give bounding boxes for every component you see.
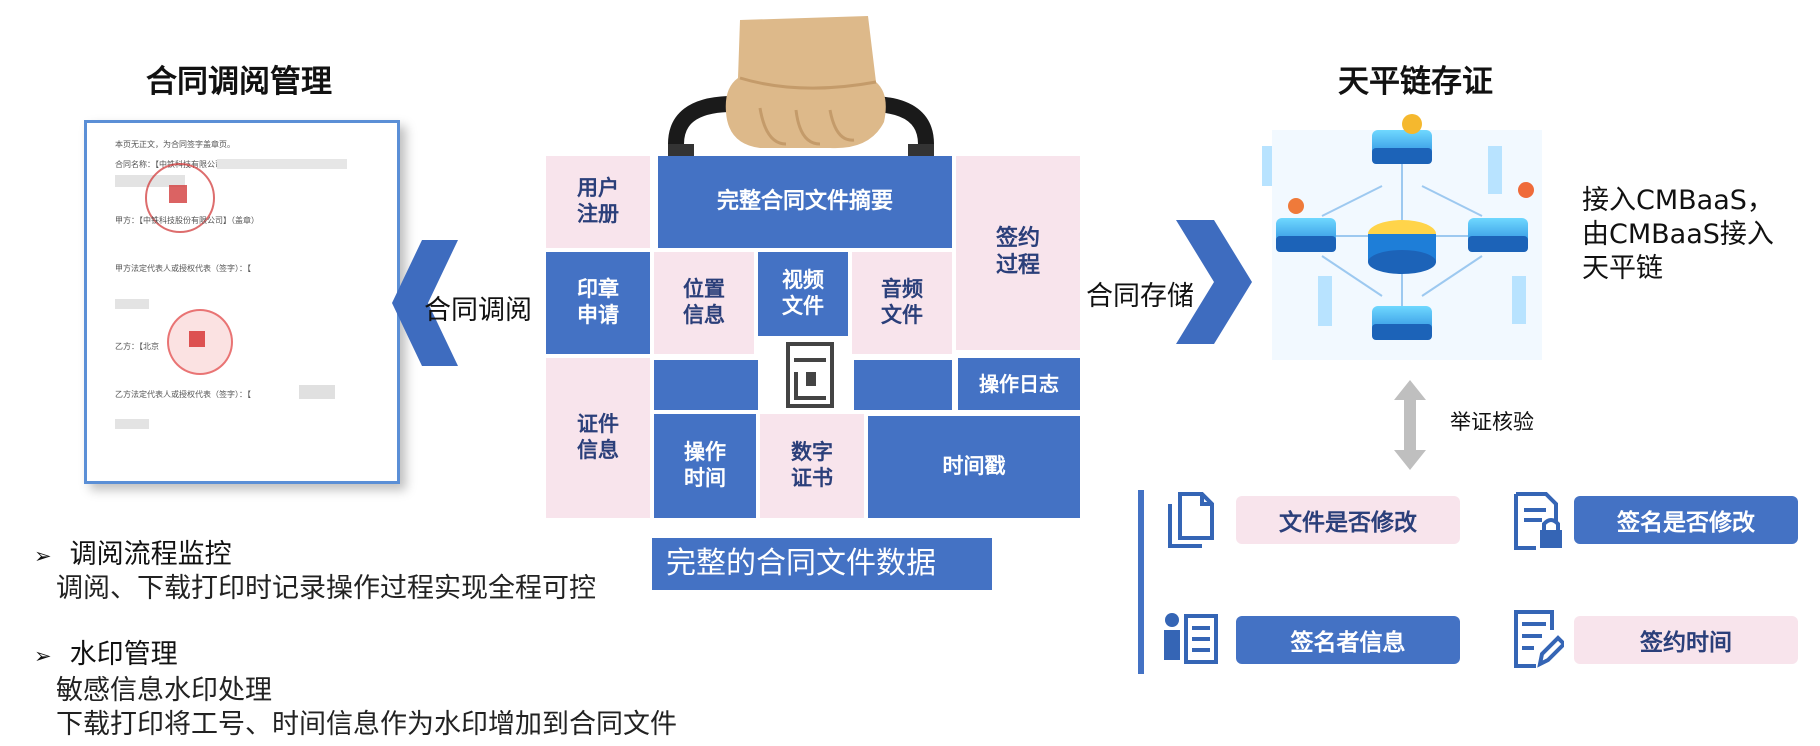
doc-line: 甲方法定代表人或授权代表（签字）：【	[115, 264, 251, 273]
check-signer-info: 签名者信息	[1236, 616, 1460, 664]
locked-document-icon	[1514, 492, 1562, 550]
cell-location-info: 位置 信息	[654, 252, 754, 354]
doc-line: 本页无正文，为合同签字盖章页。	[115, 140, 235, 149]
cell-seal-application: 印章 申请	[546, 252, 650, 354]
bullet-arrow-icon: ➢	[34, 544, 52, 568]
bullet-text: 调阅、下载打印时记录操作过程实现全程可控	[56, 573, 596, 604]
blockchain-network-icon	[1262, 114, 1542, 360]
bullet-watermark: ➢ 水印管理	[34, 632, 178, 671]
right-section-title: 天平链存证	[1338, 64, 1493, 100]
cell-blue-spacer	[654, 360, 758, 410]
doc-line: 甲方：【中铁科技股份有限公司】（盖章）	[115, 216, 259, 225]
cell-signing-process: 签约 过程	[956, 156, 1080, 350]
cmbaas-line: 由CMBaaS接入	[1582, 219, 1774, 250]
left-section-title: 合同调阅管理	[146, 64, 332, 100]
complete-data-caption: 完整的合同文件数据	[652, 538, 992, 590]
cell-video-file: 视频 文件	[758, 252, 848, 336]
cell-operation-time: 操作 时间	[654, 414, 756, 518]
cell-audio-file: 音频 文件	[852, 252, 952, 354]
right-chevron-arrow-icon	[1176, 220, 1252, 344]
cell-user-registration: 用户 注册	[546, 156, 650, 248]
document-icon	[1168, 492, 1214, 548]
red-seal	[145, 163, 215, 233]
cell-operation-log: 操作日志	[958, 358, 1080, 410]
cmbaas-line: 天平链	[1582, 253, 1663, 284]
cmbaas-line: 接入CMBaaS，	[1582, 185, 1774, 216]
doc-line: 乙方：【北京	[115, 342, 159, 351]
seal-star	[189, 331, 205, 347]
cell-id-info: 证件 信息	[546, 358, 650, 518]
briefcase-lock-icon	[786, 342, 834, 408]
doc-blur-bar	[115, 419, 149, 429]
doc-blur-bar	[299, 385, 335, 399]
verify-label: 举证核验	[1450, 410, 1534, 434]
cmbaas-description: 接入CMBaaS， 由CMBaaS接入 天平链	[1582, 184, 1774, 286]
cell-contract-summary: 完整合同文件摘要	[658, 156, 952, 248]
check-signature-modified: 签名是否修改	[1574, 496, 1798, 544]
contract-document-preview: 本页无正文，为合同签字盖章页。 合同名称：【中铁科技有限公司 甲方：【中铁科技股…	[84, 120, 400, 484]
check-signing-time: 签约时间	[1574, 616, 1798, 664]
contract-storage-label: 合同存储	[1086, 281, 1194, 312]
seal-star	[169, 185, 187, 203]
signing-edit-icon	[1514, 610, 1564, 668]
doc-blur-bar	[217, 159, 347, 169]
bullet-heading: 调阅流程监控	[69, 539, 232, 570]
verification-panel-bar	[1138, 490, 1144, 674]
bullet-text: 敏感信息水印处理	[56, 675, 272, 706]
bullet-arrow-icon: ➢	[34, 644, 52, 668]
doc-blur-bar	[115, 299, 149, 309]
check-file-modified: 文件是否修改	[1236, 496, 1460, 544]
cell-blue-spacer	[854, 360, 952, 410]
bullet-text: 下载打印将工号、时间信息作为水印增加到合同文件	[56, 709, 677, 740]
left-chevron-arrow-icon	[392, 240, 458, 366]
contract-review-label: 合同调阅	[424, 295, 532, 326]
double-arrow-icon	[1394, 380, 1426, 470]
bullet-monitor: ➢ 调阅流程监控	[34, 532, 232, 571]
bullet-heading: 水印管理	[69, 639, 178, 670]
cell-timestamp: 时间戳	[868, 416, 1080, 518]
cell-digital-certificate: 数字 证书	[760, 414, 864, 518]
hand-icon	[725, 16, 886, 149]
signer-info-icon	[1164, 613, 1218, 664]
doc-line: 乙方法定代表人或授权代表（签字）：【	[115, 390, 251, 399]
